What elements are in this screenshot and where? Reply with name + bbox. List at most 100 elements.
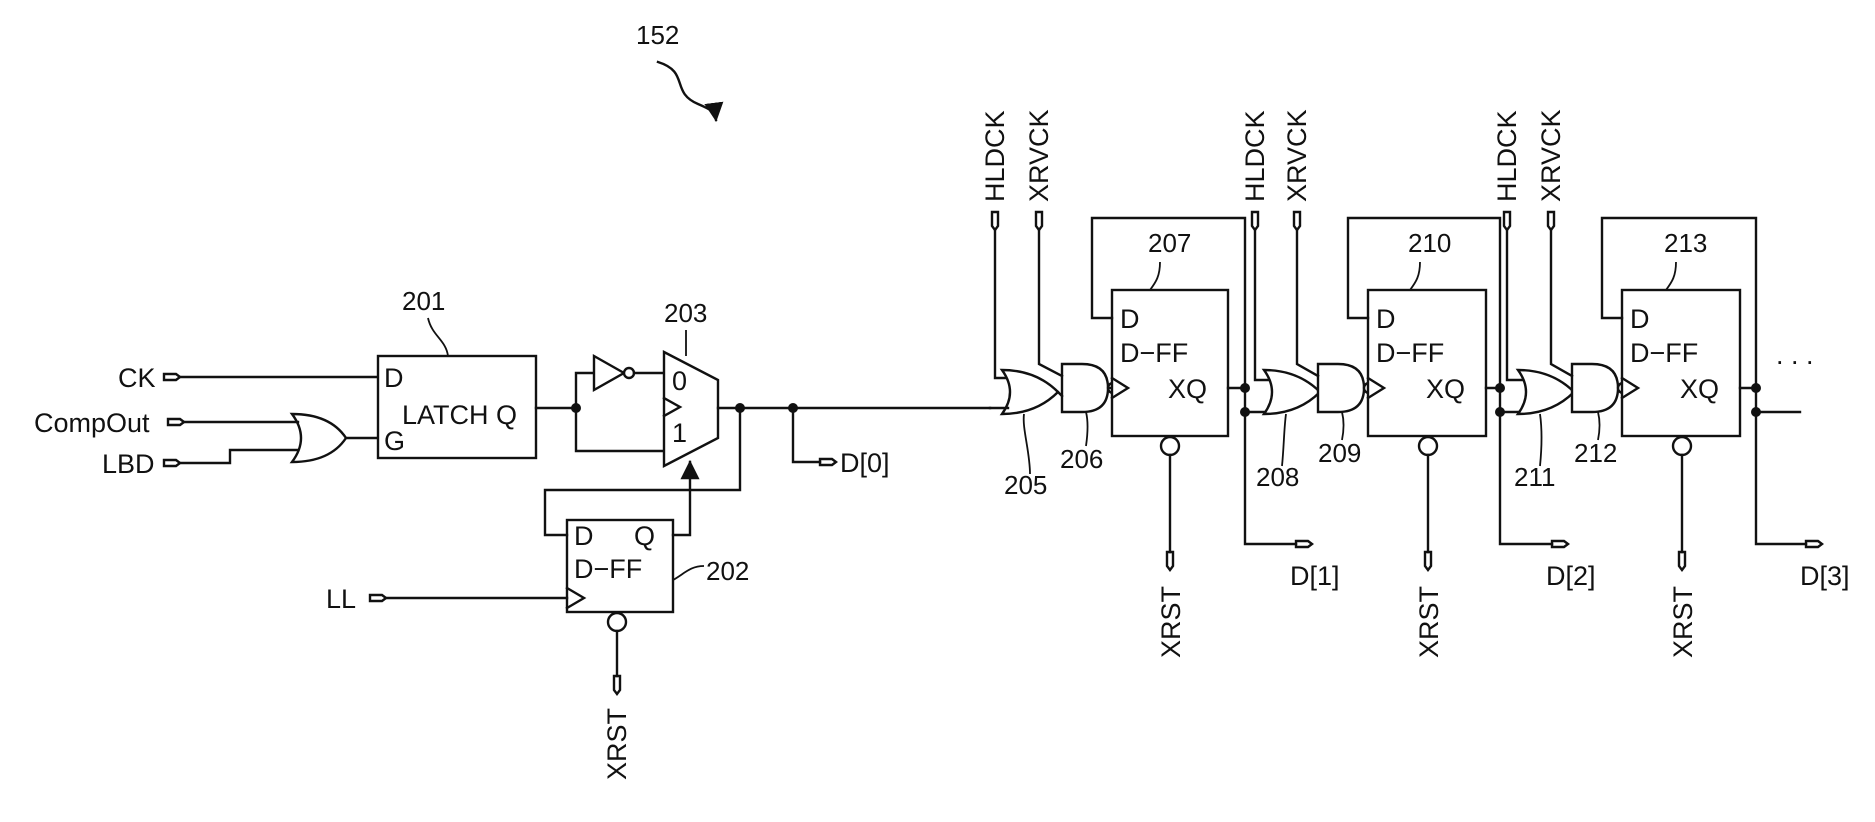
wire-hldck-1	[995, 230, 1008, 378]
output-d3-port	[1806, 541, 1822, 547]
wire-lbd	[180, 450, 298, 463]
or-211-ref-leader	[1540, 414, 1542, 466]
dff-213-label: D−FF	[1630, 338, 1698, 368]
continuation-ellipsis: . . .	[1776, 340, 1814, 370]
xrst-207-port	[1167, 552, 1173, 570]
xrst-210-port	[1425, 552, 1431, 570]
dff-207-label: D−FF	[1120, 338, 1188, 368]
or-gate-211	[1518, 370, 1574, 414]
wire-to-inverter	[576, 373, 594, 408]
output-d3-label: D[3]	[1800, 561, 1850, 591]
latch-ref: 201	[402, 286, 445, 316]
dff-202-ref: 202	[706, 556, 749, 586]
wire-hldck-2	[1255, 230, 1270, 380]
xrst-210-label: XRST	[1414, 586, 1444, 658]
input-ck-label: CK	[118, 363, 156, 393]
xrvck-port-2	[1294, 212, 1300, 230]
xrvck-port-3	[1548, 212, 1554, 230]
nand-209-ref-leader	[1342, 412, 1344, 440]
dff-207-ref: 207	[1148, 228, 1191, 258]
mux-in0: 0	[672, 366, 687, 396]
dff-207-ref-leader	[1150, 262, 1160, 290]
input-compout: CompOut	[34, 408, 184, 438]
nand-gate-206	[1062, 364, 1108, 412]
dff-210-d-pin: D	[1376, 304, 1396, 334]
xrst-213-port	[1679, 552, 1685, 570]
xrst-202-port	[614, 676, 620, 694]
dff-213-q-pin: XQ	[1680, 374, 1719, 404]
or-gate-208	[1264, 370, 1320, 414]
dff-202-label: D−FF	[574, 554, 642, 584]
latch-g-pin: G	[384, 426, 405, 456]
wire-to-d3	[1756, 412, 1806, 544]
mux-ref: 203	[664, 298, 707, 328]
latch-d-pin: D	[384, 363, 404, 393]
dff-213-ref-leader	[1666, 262, 1676, 290]
dff-210-q-pin: XQ	[1426, 374, 1465, 404]
dff-210-reset-bubble	[1419, 437, 1437, 455]
wire-to-d0	[793, 408, 820, 462]
nand-gate-212	[1572, 364, 1618, 412]
or-205-ref-leader	[1024, 414, 1030, 474]
xrst-202-label: XRST	[602, 708, 632, 780]
xrst-207-label: XRST	[1156, 586, 1186, 658]
dff-202-d-pin: D	[574, 521, 594, 551]
dff-207-q-pin: XQ	[1168, 374, 1207, 404]
dff-213-d-pin: D	[1630, 304, 1650, 334]
inverter-bubble	[624, 368, 634, 378]
inverter	[594, 356, 624, 390]
hldck-port-2	[1252, 212, 1258, 230]
dff-202-ref-leader	[673, 566, 704, 580]
nand-212-ref: 212	[1574, 438, 1617, 468]
output-d0-port	[820, 459, 836, 465]
or-205-ref: 205	[1004, 470, 1047, 500]
mux-in1: 1	[672, 418, 687, 448]
dff-210-ref: 210	[1408, 228, 1451, 258]
input-lbd-label: LBD	[102, 449, 155, 479]
nand-gate-209	[1318, 364, 1364, 412]
dff-213-ref: 213	[1664, 228, 1707, 258]
wire-to-mux-1	[576, 408, 664, 451]
wire-xrvck-1	[1039, 230, 1062, 376]
latch-ref-leader	[428, 318, 448, 356]
output-d2-port	[1552, 541, 1568, 547]
dff-207-reset-bubble	[1161, 437, 1179, 455]
latch-label: LATCH Q	[402, 400, 517, 430]
nand-212-ref-leader	[1598, 412, 1600, 440]
input-lbd: LBD	[102, 449, 180, 479]
xrvck-label-3: XRVCK	[1536, 109, 1566, 202]
output-d1-label: D[1]	[1290, 561, 1340, 591]
dff-202-q-pin: Q	[634, 521, 655, 551]
output-d1-port	[1296, 541, 1312, 547]
dff-202-reset-bubble	[608, 613, 626, 631]
figure-ref-arrow	[658, 62, 716, 120]
wire-hldck-3	[1507, 230, 1524, 380]
hldck-port-3	[1504, 212, 1510, 230]
nand-206-ref: 206	[1060, 444, 1103, 474]
xrvck-label-2: XRVCK	[1282, 109, 1312, 202]
or-gate-input	[292, 414, 346, 462]
dff-210-label: D−FF	[1376, 338, 1444, 368]
wire-xrvck-3	[1551, 230, 1572, 376]
wire-xrvck-2	[1297, 230, 1318, 376]
input-compout-label: CompOut	[34, 408, 150, 438]
or-211-ref: 211	[1514, 462, 1555, 492]
hldck-label-2: HLDCK	[1240, 110, 1270, 202]
figure-ref-label: 152	[636, 20, 679, 50]
xrst-213-label: XRST	[1668, 586, 1698, 658]
hldck-label-1: HLDCK	[980, 110, 1010, 202]
input-ll: LL	[326, 584, 386, 614]
hldck-port-1	[992, 212, 998, 230]
or-gate-205	[1002, 370, 1058, 414]
input-ck: CK	[118, 363, 180, 393]
xrvck-label-1: XRVCK	[1024, 109, 1054, 202]
dff-210-ref-leader	[1410, 262, 1420, 290]
input-ll-label: LL	[326, 584, 356, 614]
dff-213-reset-bubble	[1673, 437, 1691, 455]
nand-209-ref: 209	[1318, 438, 1361, 468]
dff-207-d-pin: D	[1120, 304, 1140, 334]
hldck-label-3: HLDCK	[1492, 110, 1522, 202]
output-d2-label: D[2]	[1546, 561, 1596, 591]
or-208-ref: 208	[1256, 462, 1299, 492]
